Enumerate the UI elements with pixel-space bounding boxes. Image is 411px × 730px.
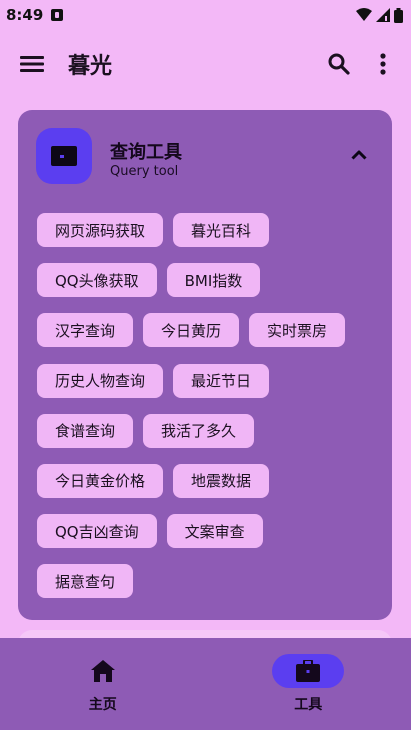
more-vertical-icon [380,53,386,75]
battery-icon [394,7,403,23]
chevron-up-icon [351,150,367,160]
chip-hanzi-query[interactable]: 汉字查询 [37,313,134,348]
wallet-icon [51,146,77,166]
signal-icon [376,8,390,22]
card-icon [36,128,92,184]
wifi-icon [356,8,372,21]
chip-webpage-source[interactable]: 网页源码获取 [37,213,164,247]
chip-historical-figure[interactable]: 历史人物查询 [37,363,164,398]
chip-almanac[interactable]: 今日黄历 [143,313,240,348]
nav-label-home: 主页 [88,697,117,713]
app-bar: 暮光 [0,38,411,90]
card-title: 查询工具 [110,142,182,163]
chip-row: 历史人物查询 最近节日 [37,363,377,398]
chip-gold-price[interactable]: 今日黄金价格 [37,463,164,498]
toolbox-icon [296,660,321,682]
nav-icon-wrap [67,654,139,688]
chip-row: 汉字查询 今日黄历 实时票房 [37,313,377,348]
chip-row: 食谱查询 我活了多久 [37,413,377,448]
chip-bmi-index[interactable]: BMI指数 [166,263,261,298]
notification-icon [51,9,64,21]
query-tool-card: 查询工具 Query tool 网页源码获取 暮光百科 QQ头像获取 BMI指数… [18,110,392,620]
app-title: 暮光 [68,54,113,79]
status-indicators [356,7,403,23]
chip-row: 今日黄金价格 地震数据 [37,463,377,498]
bottom-navigation: 主页 工具 [0,638,411,730]
chip-qq-fortune[interactable]: QQ吉凶查询 [37,514,157,549]
nav-item-home[interactable]: 主页 [0,638,206,730]
hamburger-menu-icon [20,56,44,72]
chip-recent-holidays[interactable]: 最近节日 [173,363,270,398]
chip-recipe-query[interactable]: 食谱查询 [37,413,134,448]
chip-days-lived[interactable]: 我活了多久 [143,413,255,448]
nav-label-tools: 工具 [294,697,323,713]
chip-sentence-search[interactable]: 据意查句 [37,564,134,599]
nav-item-tools[interactable]: 工具 [206,638,411,730]
chip-row: QQ吉凶查询 文案审查 [37,514,377,549]
home-icon [90,660,115,682]
collapse-button[interactable] [344,140,374,170]
card-subtitle: Query tool [110,164,179,179]
status-bar: 8:49 [0,0,411,30]
chip-qq-avatar[interactable]: QQ头像获取 [37,263,157,298]
nav-icon-wrap [272,654,345,688]
tool-chips: 网页源码获取 暮光百科 QQ头像获取 BMI指数 汉字查询 今日黄历 实时票房 … [37,213,377,615]
chip-row: 据意查句 [37,564,377,599]
chip-earthquake-data[interactable]: 地震数据 [173,463,270,498]
chip-row: 网页源码获取 暮光百科 [37,213,377,247]
chip-copy-review[interactable]: 文案审查 [166,514,263,549]
search-icon [328,53,350,75]
chip-row: QQ头像获取 BMI指数 [37,263,377,298]
chip-muguang-wiki[interactable]: 暮光百科 [173,213,270,247]
status-time: 8:49 [6,6,44,24]
card-header[interactable]: 查询工具 Query tool [36,128,376,184]
more-options-button[interactable] [361,42,405,86]
search-button[interactable] [317,42,361,86]
chip-box-office[interactable]: 实时票房 [249,313,346,348]
menu-button[interactable] [10,42,54,86]
